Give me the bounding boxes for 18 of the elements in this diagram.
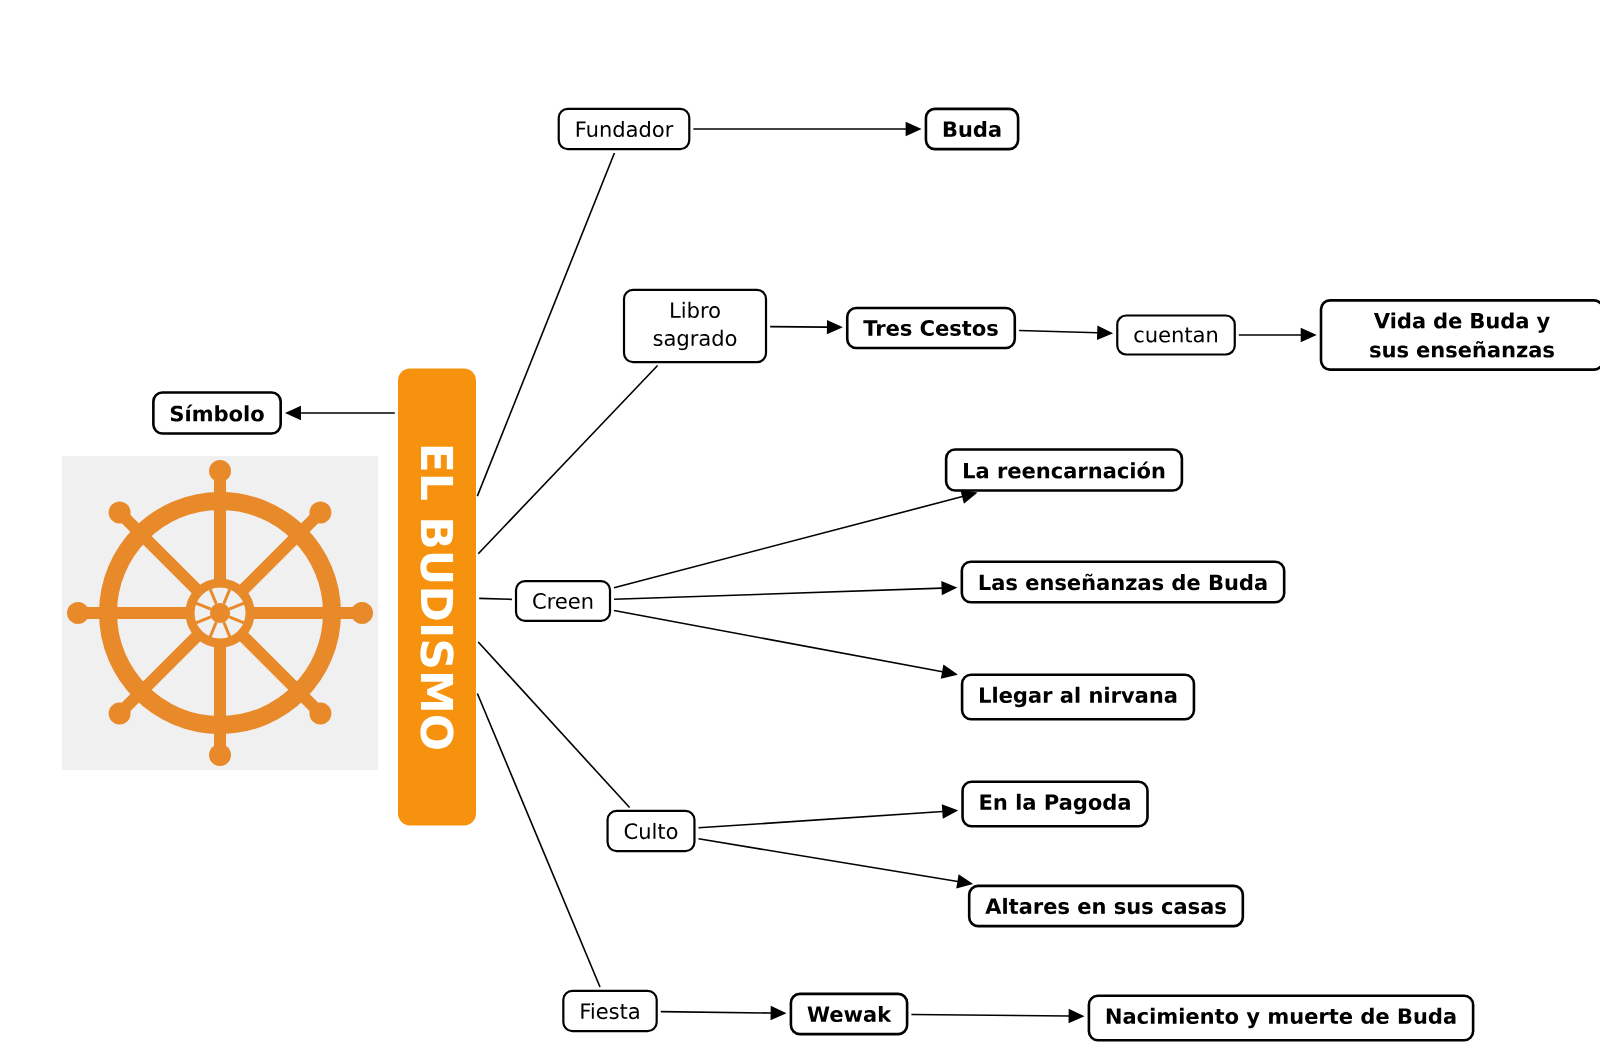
- concept-box: La reencarnación: [944, 448, 1184, 492]
- concept-box: En la Pagoda: [961, 780, 1149, 828]
- concept-box: Símbolo: [152, 391, 282, 435]
- concept-box: Buda: [924, 107, 1020, 151]
- concept-box: Wewak: [789, 992, 909, 1036]
- link-box: cuentan: [1116, 314, 1236, 356]
- concept-box: Nacimiento y muerte de Buda: [1087, 994, 1475, 1042]
- concept-box: Vida de Buda y sus enseñanzas: [1319, 299, 1600, 371]
- title-bar: EL BUDISMO: [398, 368, 476, 826]
- link-box: Libro sagrado: [622, 288, 768, 364]
- concept-box: Tres Cestos: [845, 306, 1017, 350]
- concept-box: Las enseñanzas de Buda: [960, 560, 1286, 604]
- link-box: Fiesta: [562, 989, 658, 1033]
- link-box: Fundador: [557, 107, 691, 151]
- concept-box: Altares en sus casas: [967, 884, 1245, 928]
- link-box: Culto: [606, 809, 696, 853]
- link-box: Creen: [514, 579, 612, 623]
- concept-box: Llegar al nirvana: [960, 673, 1196, 721]
